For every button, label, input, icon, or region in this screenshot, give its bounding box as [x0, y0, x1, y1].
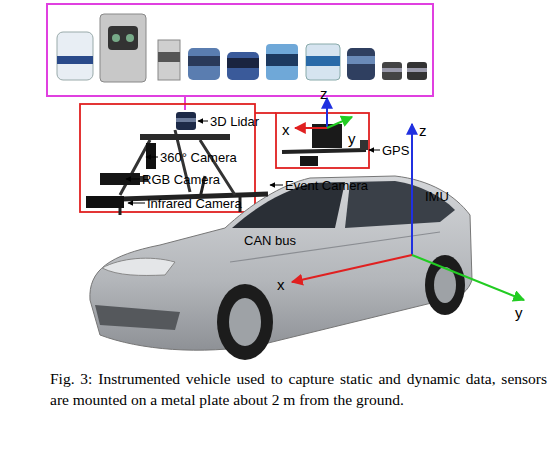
leader-arrows: [146, 157, 158, 158]
car: [102, 258, 175, 275]
part-label: CAN bus: [244, 234, 296, 247]
lidar-icon: [100, 14, 146, 82]
lidar-icon: [266, 44, 298, 80]
car: [230, 232, 440, 262]
coordinate-axes: [412, 255, 524, 300]
lidar-icon: [407, 68, 427, 72]
lidar-gallery: [47, 4, 433, 110]
coordinate-axes: [292, 98, 524, 300]
car: [217, 284, 273, 360]
lidar-gallery: [47, 4, 433, 96]
leader-arrows: [126, 179, 140, 180]
coordinate-axes: [411, 124, 413, 255]
lidar-icon: [306, 44, 340, 80]
lidar-icon: [347, 48, 375, 80]
sensor-rig: [282, 124, 368, 166]
sensor-rig: [176, 118, 196, 122]
lidar-icon: [126, 34, 134, 42]
lidar-icon: [266, 54, 298, 66]
lidar-icon: [100, 14, 146, 82]
lidar-icon: [158, 52, 180, 62]
lidar-icon: [188, 48, 220, 80]
axis-label: x: [282, 122, 290, 137]
lidar-icon: [227, 52, 259, 80]
lidar-icon: [306, 56, 340, 66]
sensor-rig: [176, 112, 196, 130]
leader-arrows: [126, 121, 380, 203]
lidar-icon: [57, 32, 93, 80]
coordinate-axes: [295, 127, 327, 129]
sensor-rig: [86, 112, 268, 215]
sensor-rig: [100, 173, 140, 185]
lidar-icon: [158, 40, 180, 80]
lidar-icon: [382, 68, 402, 72]
coordinate-axes: [327, 117, 352, 128]
leader-arrows: [270, 185, 283, 186]
lidar-icon: [227, 58, 259, 68]
part-label: Event Camera: [285, 179, 368, 192]
sensor-rig: [300, 156, 318, 166]
lidar-icon: [188, 48, 220, 80]
leader-arrows: [369, 150, 380, 151]
coordinate-axes: [292, 255, 412, 282]
part-label: RGB Camera: [142, 173, 220, 186]
axis-label: z: [419, 123, 427, 138]
part-label: IMU: [425, 190, 449, 203]
lidar-icon: [407, 62, 427, 80]
lidar-icon: [57, 56, 93, 64]
sensor-rig: [86, 196, 124, 208]
car: [90, 176, 472, 360]
car: [95, 305, 180, 330]
axis-label: y: [515, 305, 523, 320]
lidar-icon: [382, 62, 402, 80]
figure-caption: Fig. 3: Instrumented vehicle used to cap…: [50, 368, 547, 410]
lidar-icon: [188, 56, 220, 66]
part-label: GPS: [382, 144, 409, 157]
lidar-icon: [382, 62, 402, 80]
lidar-icon: [57, 32, 93, 80]
sensor-rig: [146, 143, 156, 169]
lidar-icon: [347, 48, 375, 80]
sensor-rig: [360, 140, 368, 150]
lidar-icon: [108, 26, 138, 50]
axis-label: x: [277, 277, 285, 292]
lidar-icon: [306, 44, 340, 80]
car: [425, 255, 465, 315]
lidar-icon: [227, 52, 259, 80]
lidar-icon: [347, 56, 375, 64]
car: [229, 298, 261, 346]
lidar-icon: [407, 62, 427, 80]
lidar-icon: [158, 40, 180, 80]
axis-label: z: [320, 86, 328, 101]
car: [90, 176, 472, 350]
leader-arrows: [128, 203, 145, 204]
part-label: 360° Camera: [160, 151, 237, 164]
leader-arrows: [198, 121, 208, 122]
part-label: 3D Lidar: [210, 115, 259, 128]
lidar-icon: [112, 34, 120, 42]
sensor-rig: [140, 134, 230, 140]
lidar-icon: [266, 44, 298, 80]
lidar-gallery: [184, 96, 186, 110]
axis-label: y: [348, 131, 356, 146]
part-label: Infrared Camera: [147, 197, 242, 210]
sensor-frames: [276, 113, 369, 168]
coordinate-axes: [326, 98, 328, 128]
sensor-rig: [282, 150, 366, 152]
